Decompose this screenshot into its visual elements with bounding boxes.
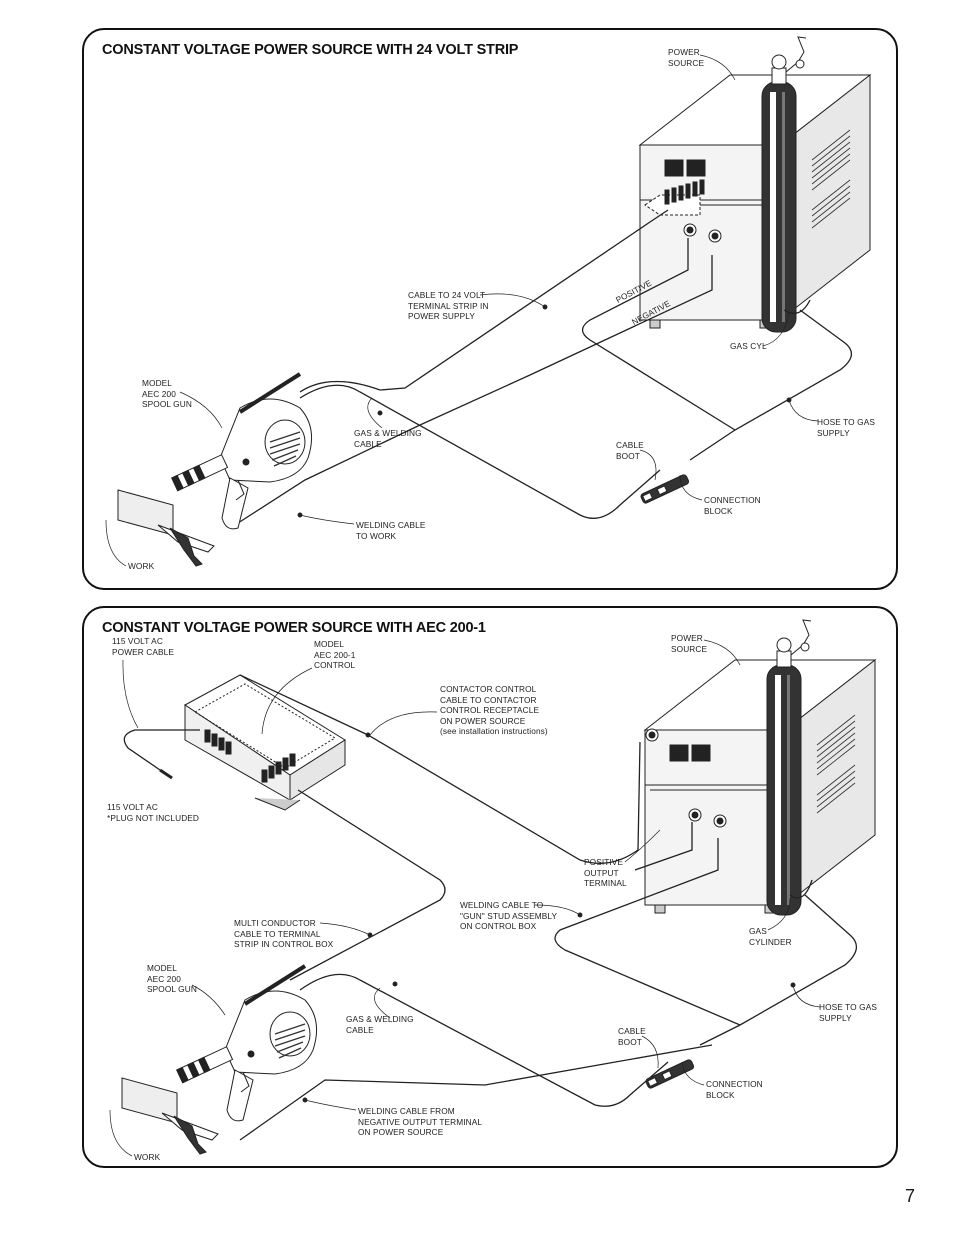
- label-gas-welding-cable-1: GAS & WELDING CABLE: [354, 428, 422, 449]
- label-power-source-1: POWER SOURCE: [668, 47, 705, 68]
- label-cable-to-24-volt-strip: CABLE TO 24 VOLT TERMINAL STRIP IN POWER…: [408, 290, 489, 321]
- label-multi-conductor-cable: MULTI CONDUCTOR CABLE TO TERMINAL STRIP …: [234, 918, 334, 949]
- diagram-panel-24-volt-strip: CONSTANT VOLTAGE POWER SOURCE WITH 24 VO…: [82, 28, 898, 590]
- label-welding-cable-from-negative: WELDING CABLE FROM NEGATIVE OUTPUT TERMI…: [358, 1106, 483, 1137]
- label-spool-gun-2: MODEL AEC 200 SPOOL GUN: [147, 963, 197, 994]
- label-work-1: WORK: [128, 561, 155, 571]
- label-hose-to-gas-2: HOSE TO GAS SUPPLY: [819, 1002, 877, 1023]
- label-115-volt-plug: 115 VOLT AC *PLUG NOT INCLUDED: [107, 802, 200, 823]
- label-gas-welding-cable-2: GAS & WELDING CABLE: [346, 1014, 414, 1035]
- label-connection-block-1: CONNECTION BLOCK: [704, 495, 761, 516]
- page-number: 7: [905, 1186, 916, 1206]
- label-positive-output-terminal: POSITIVE OUTPUT TERMINAL: [584, 857, 627, 888]
- label-hose-to-gas-1: HOSE TO GAS SUPPLY: [817, 417, 875, 438]
- label-welding-cable-to-work: WELDING CABLE TO WORK: [356, 520, 426, 541]
- label-gas-cyl: GAS CYL: [730, 341, 767, 351]
- diagram2-title: CONSTANT VOLTAGE POWER SOURCE WITH AEC 2…: [102, 620, 486, 636]
- label-connection-block-2: CONNECTION BLOCK: [706, 1079, 763, 1100]
- label-contactor-control-cable: CONTACTOR CONTROL CABLE TO CONTACTOR CON…: [440, 684, 548, 736]
- label-power-source-2: POWER SOURCE: [671, 633, 708, 654]
- label-spool-gun-1: MODEL AEC 200 SPOOL GUN: [142, 378, 192, 409]
- label-cable-boot-1: CABLE BOOT: [616, 440, 644, 461]
- label-welding-cable-to-gun-stud: WELDING CABLE TO "GUN" STUD ASSEMBLY ON …: [460, 900, 558, 931]
- label-115-volt-power-cable: 115 VOLT AC POWER CABLE: [112, 636, 174, 657]
- diagram1-title: CONSTANT VOLTAGE POWER SOURCE WITH 24 VO…: [102, 42, 519, 58]
- label-gas-cylinder-2: GAS CYLINDER: [749, 926, 792, 947]
- label-aec-200-1-control: MODEL AEC 200-1 CONTROL: [314, 639, 356, 670]
- diagram-panel-aec-200-1: CONSTANT VOLTAGE POWER SOURCE WITH AEC 2…: [82, 606, 898, 1168]
- label-cable-boot-2: CABLE BOOT: [618, 1026, 646, 1047]
- label-work-2: WORK: [134, 1152, 161, 1162]
